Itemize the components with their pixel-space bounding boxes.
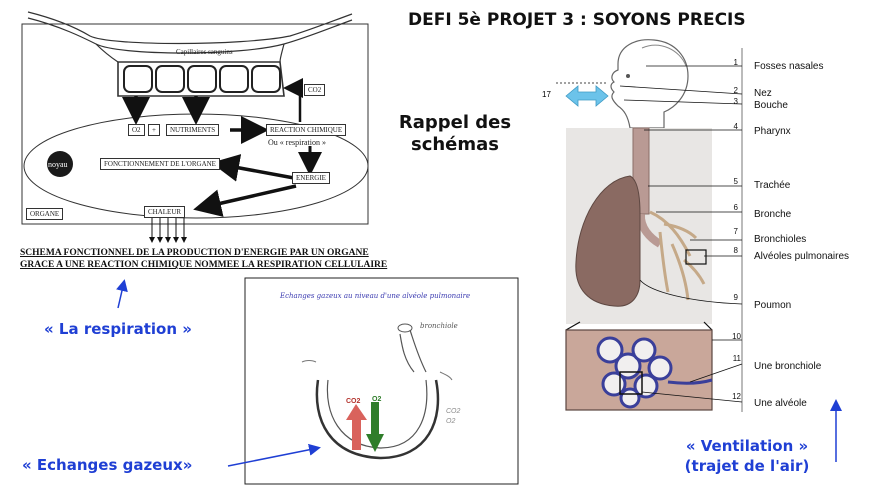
- rappel-line-2: schémas: [410, 134, 500, 155]
- ou-respiration-label: Ou « respiration »: [268, 138, 326, 147]
- anat-num-7: 7: [733, 227, 738, 236]
- anat-num-8: 8: [733, 246, 738, 255]
- capillaires-label: Capillaires sanguins: [176, 48, 233, 56]
- anat-num-1: 1: [733, 58, 738, 67]
- label-respiration: « La respiration »: [44, 320, 192, 338]
- side-co2-label: CO2: [446, 408, 461, 415]
- anat-num-11: 11: [732, 354, 741, 363]
- rappel-heading: Rappel des schémas: [392, 112, 518, 156]
- anat-label-poumon: Poumon: [754, 300, 792, 311]
- organe-box: ORGANE: [26, 208, 64, 220]
- anat-num-12: 12: [732, 392, 741, 401]
- rappel-line-1: Rappel des: [398, 112, 512, 133]
- bronchiole-sketch-label: bronchiole: [420, 322, 458, 330]
- noyau-label: noyau: [48, 160, 68, 169]
- anat-label-nez: Nez: [754, 88, 772, 99]
- anat-label-fosses-nasales: Fosses nasales: [754, 61, 824, 72]
- caption-line-2: GRACE A UNE REACTION CHIMIQUE NOMMEE LA …: [20, 260, 388, 270]
- anat-label-pharynx: Pharynx: [754, 126, 791, 137]
- anat-num-2: 2: [733, 86, 738, 95]
- ventilation-line-2: (trajet de l'air): [684, 457, 810, 475]
- anat-num-5: 5: [733, 177, 738, 186]
- anat-num-4: 4: [733, 122, 738, 131]
- chaleur-box: CHALEUR: [144, 206, 186, 218]
- anat-num-6: 6: [733, 203, 738, 212]
- anat-num-10: 10: [732, 332, 741, 341]
- anat-label-bronchioles: Bronchioles: [754, 234, 807, 245]
- nutriments-box: NUTRIMENTS: [166, 124, 220, 136]
- echanges-sketch-frame: [244, 277, 519, 485]
- fonctionnement-box: FONCTIONNEMENT DE L'ORGANE: [100, 158, 220, 170]
- anat-num-9: 9: [733, 293, 738, 302]
- anat-label-une-bronchiole: Une bronchiole: [754, 361, 822, 372]
- co2-box: CO2: [304, 84, 326, 96]
- reaction-box: REACTION CHIMIQUE: [266, 124, 347, 136]
- anat-num-3: 3: [733, 97, 738, 106]
- anat-label-une-alveole: Une alvéole: [754, 398, 807, 409]
- o2-box: O2: [128, 124, 145, 136]
- co2-sketch-label: CO2: [346, 398, 361, 405]
- anat-label-alveoles: Alvéoles pulmonaires: [754, 251, 850, 262]
- energie-box: ENERGIE: [292, 172, 330, 184]
- arrow-number-17: 17: [542, 90, 551, 99]
- anatomy-figure: [556, 39, 743, 412]
- ventilation-line-1: « Ventilation »: [685, 437, 809, 455]
- anat-label-bouche: Bouche: [754, 100, 788, 111]
- page-title: DEFI 5è PROJET 3 : SOYONS PRECIS: [408, 10, 746, 30]
- label-ventilation: « Ventilation » (trajet de l'air): [672, 436, 822, 476]
- anat-label-trachee: Trachée: [754, 180, 791, 191]
- plus-box: +: [148, 124, 160, 136]
- caption-line-1: SCHEMA FONCTIONNEL DE LA PRODUCTION D'EN…: [20, 248, 369, 258]
- anat-label-bronche: Bronche: [754, 209, 792, 220]
- o2-sketch-label: O2: [372, 396, 382, 403]
- respiration-pointer-arrow: [116, 279, 128, 309]
- echanges-heading: Echanges gazeux au niveau d'une alvéole …: [280, 292, 471, 300]
- echanges-pointer-arrow: [227, 443, 321, 467]
- label-echanges: « Echanges gazeux»: [22, 456, 193, 474]
- side-o2-label: O2: [446, 418, 456, 425]
